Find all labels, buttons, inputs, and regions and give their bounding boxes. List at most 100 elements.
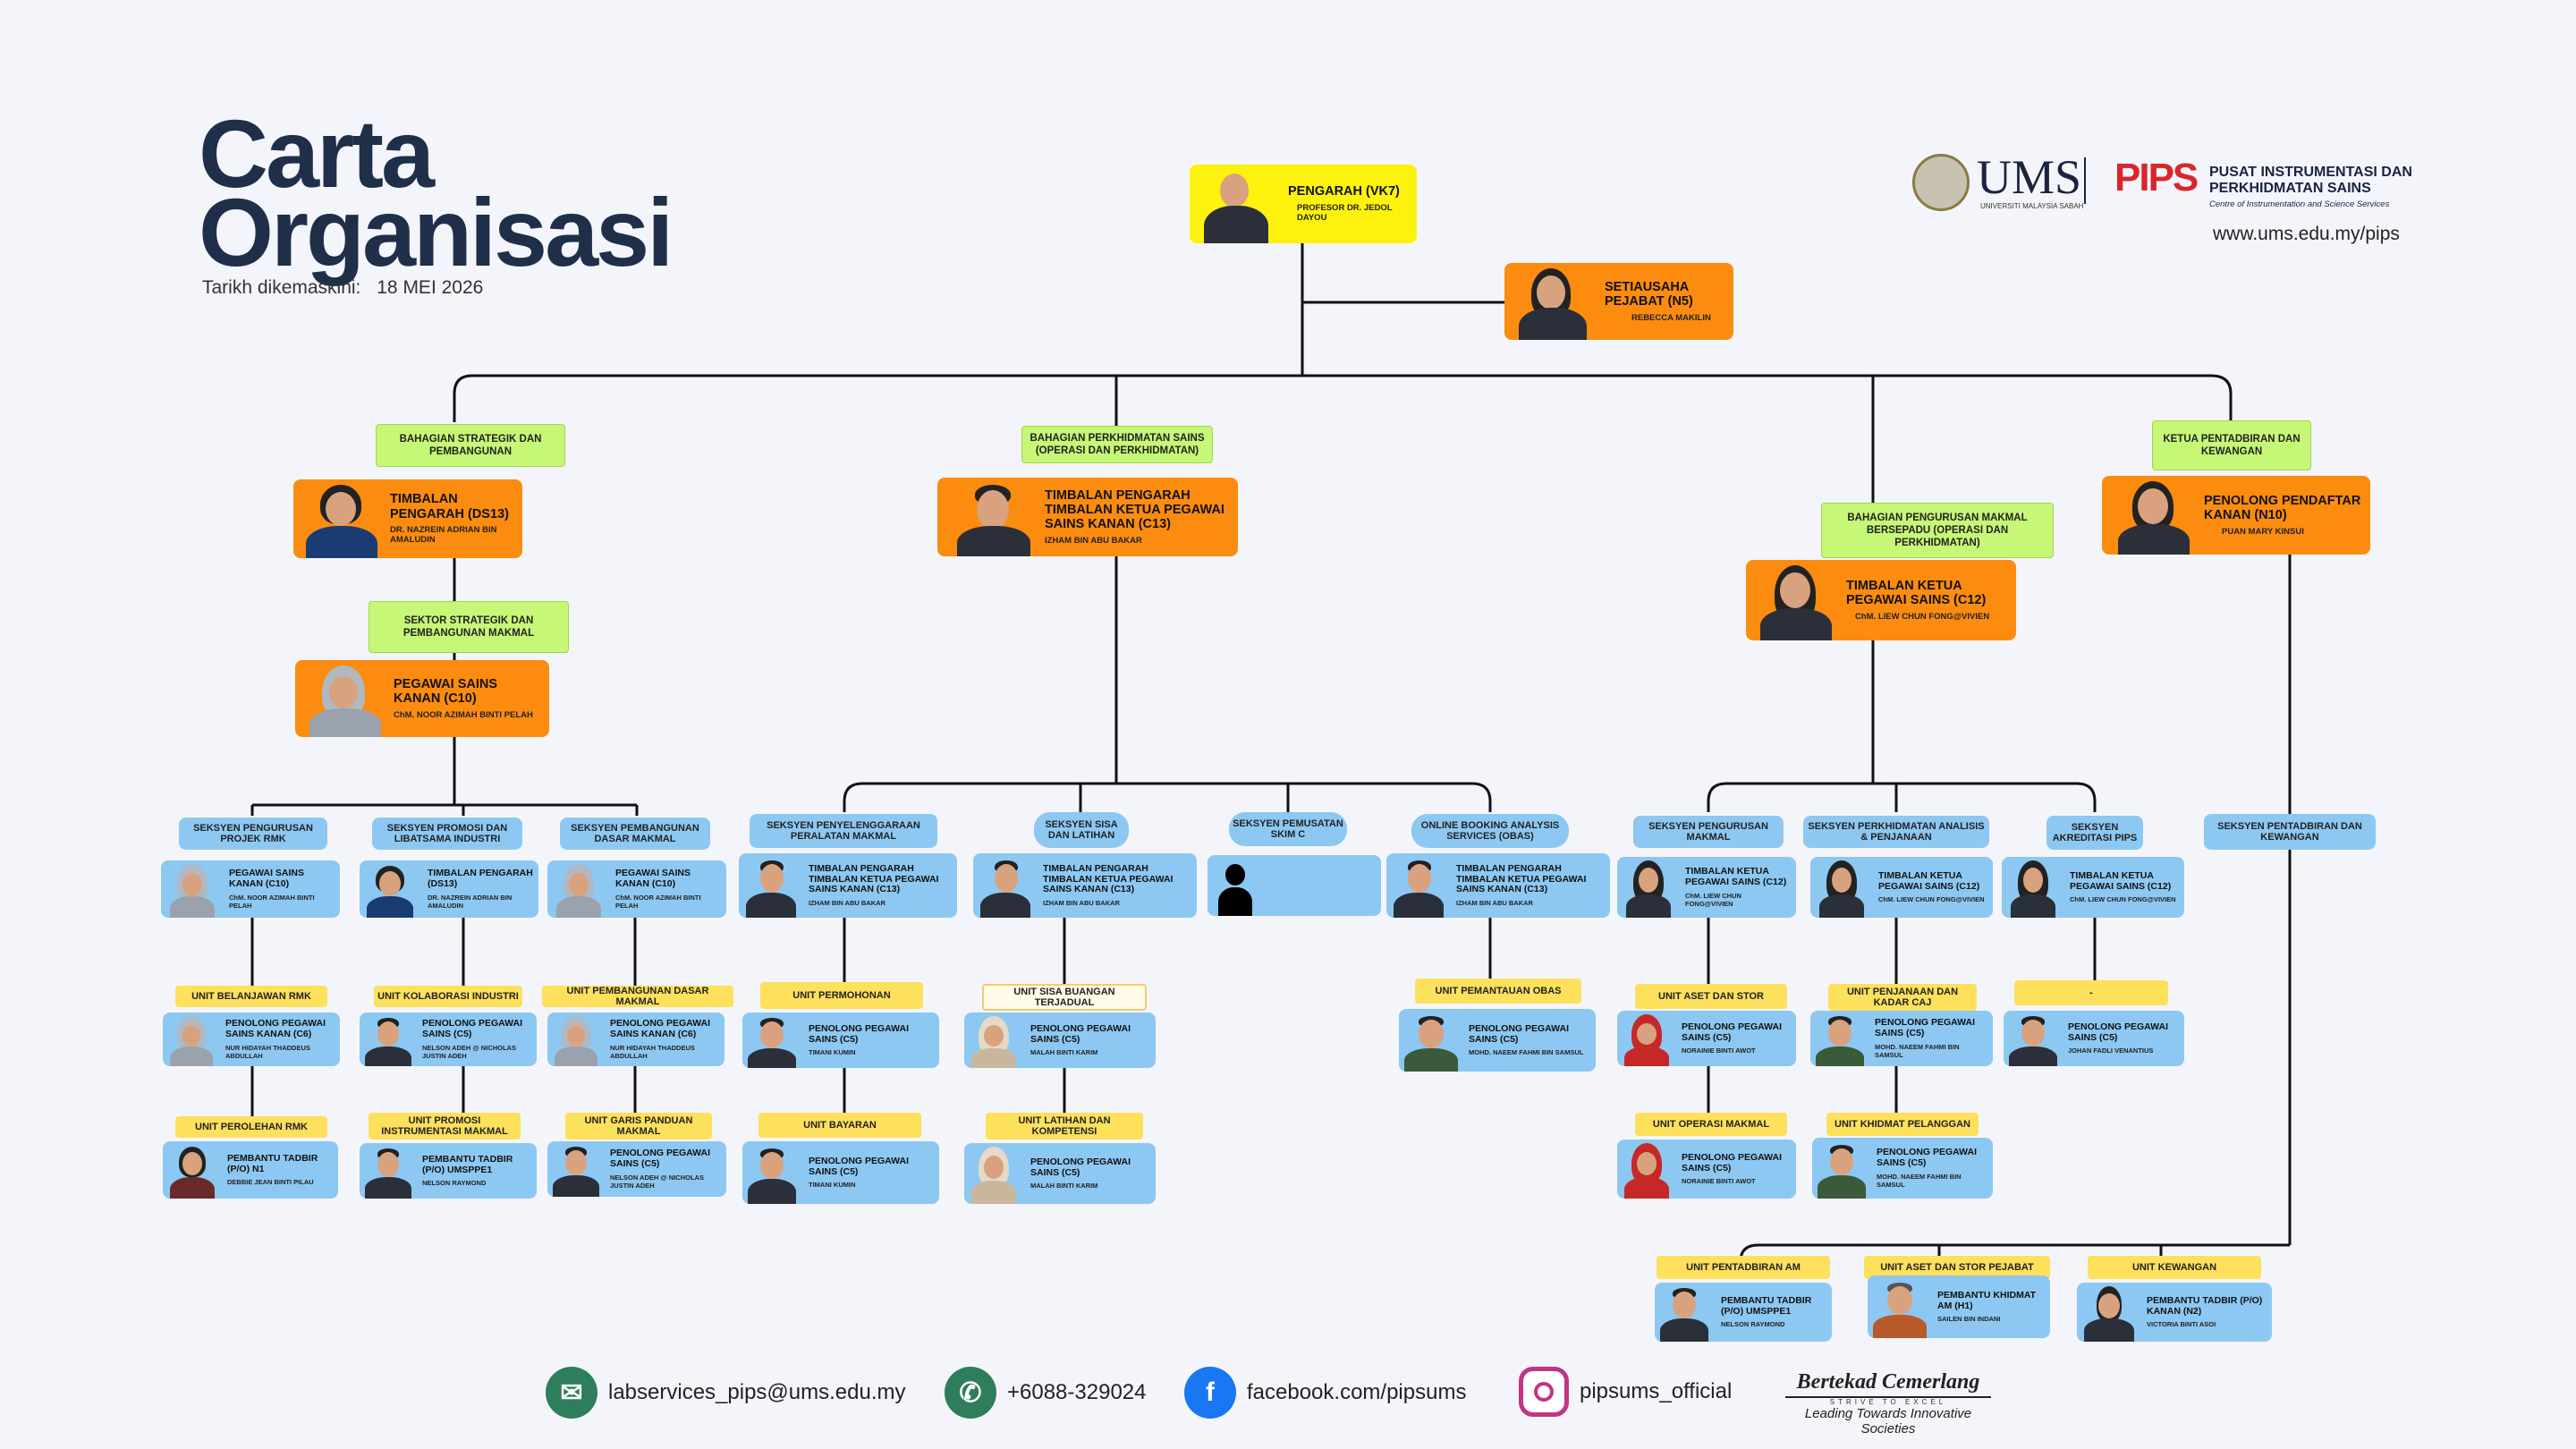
unit-card-14-role: PENOLONG PEGAWAI SAINS (C5) <box>1030 1156 1131 1178</box>
unit-card-1-role: PENOLONG PEGAWAI SAINS KANAN (C6) <box>225 1018 326 1039</box>
ums-logo: UMS <box>1977 150 2082 204</box>
unit-card-14-photo <box>964 1143 1023 1204</box>
section-card-9-name: ChM. LIEW CHUN FONG@VIVIEN <box>1878 895 1985 904</box>
section-card-6 <box>1208 855 1381 916</box>
facebook-icon: f <box>1184 1367 1236 1419</box>
unit-card-7-name: NORAINIE BINTI AWOT <box>1682 1046 1756 1055</box>
unit-card-5: PENOLONG PEGAWAI SAINS (C5)MALAH BINTI K… <box>964 1013 1156 1068</box>
unit-card-4-role: PENOLONG PEGAWAI SAINS (C5) <box>809 1022 910 1045</box>
motto-tagline: Leading Towards Innovative Societies <box>1804 1406 1972 1436</box>
unit-label-1: UNIT BELANJAWAN RMK <box>175 986 327 1007</box>
ums-crest-icon <box>1912 154 1970 211</box>
section-card-8: TIMBALAN KETUA PEGAWAI SAINS (C12)ChM. L… <box>1617 857 1796 918</box>
unit-card-5-name: MALAH BINTI KARIM <box>1030 1048 1098 1057</box>
section-label-2: SEKSYEN PROMOSI DAN LIBATSAMA INDUSTRI <box>372 818 522 850</box>
unit-card-9-name: JOHAN FADLI VENANTIUS <box>2068 1046 2154 1055</box>
section-card-10-role: TIMBALAN KETUA PEGAWAI SAINS (C12) <box>2070 869 2172 892</box>
section-label-3: SEKSYEN PEMBANGUNAN DASAR MAKMAL <box>560 818 710 850</box>
section-card-3-photo <box>547 860 608 918</box>
unit-card-12-role: PENOLONG PEGAWAI SAINS (C5) <box>610 1148 711 1169</box>
phone-text: +6088-329024 <box>1007 1380 1147 1404</box>
website-link[interactable]: www.ums.edu.my/pips <box>2213 224 2400 244</box>
unit-card-4: PENOLONG PEGAWAI SAINS (C5)TIMANI KUMIN <box>742 1013 939 1068</box>
section-label-1: SEKSYEN PENGURUSAN PROJEK RMK <box>179 818 327 850</box>
section-card-10-name: ChM. LIEW CHUN FONG@VIVIEN <box>2070 895 2176 904</box>
division-head-admin-role: PENOLONG PENDAFTAR KANAN (N10) <box>2204 494 2361 523</box>
unit-label-9: - <box>2014 980 2168 1005</box>
sector-head-strategic: PEGAWAI SAINS KANAN (C10) ChM. NOOR AZIM… <box>295 660 549 737</box>
division-label-admin: KETUA PENTADBIRAN DAN KEWANGAN <box>2152 420 2311 470</box>
unit-card-1: PENOLONG PEGAWAI SAINS KANAN (C6)NUR HID… <box>163 1013 340 1066</box>
section-card-10-photo <box>2002 857 2063 918</box>
footer-phone[interactable]: ✆ +6088-329024 <box>945 1367 1146 1419</box>
unit-card-18-name: SAILEN BIN INDANI <box>1937 1315 2001 1324</box>
unit-card-13-name: TIMANI KUMIN <box>809 1181 856 1190</box>
unit-card-7: PENOLONG PEGAWAI SAINS (C5) NORAINIE BINT… <box>1617 1011 1796 1066</box>
division-head-admin: PENOLONG PENDAFTAR KANAN (N10) PUAN MARY… <box>2102 476 2370 555</box>
footer-email[interactable]: ✉ labservices_pips@ums.edu.my <box>546 1367 906 1419</box>
unit-card-3: PENOLONG PEGAWAI SAINS KANAN (C6)NUR HID… <box>547 1013 724 1066</box>
unit-card-12: PENOLONG PEGAWAI SAINS (C5)NELSON ADEH @… <box>547 1141 726 1197</box>
section-card-5-name: IZHAM BIN ABU BAKAR <box>1043 899 1120 908</box>
unit-card-14-name: MALAH BINTI KARIM <box>1030 1182 1098 1191</box>
footer-instagram[interactable]: pipsums_official <box>1519 1367 1732 1417</box>
unit-card-18-role: PEMBANTU KHIDMAT AM (H1) <box>1937 1289 2037 1311</box>
section-card-8-name: ChM. LIEW CHUN FONG@VIVIEN <box>1685 891 1741 908</box>
updated-value: 18 MEI 2026 <box>377 277 484 298</box>
unit-card-19-photo <box>2077 1283 2140 1342</box>
section-card-7: TIMBALAN PENGARAH TIMBALAN KETUA PEGAWAI… <box>1386 853 1610 918</box>
director-photo <box>1190 165 1288 243</box>
unit-card-9-photo <box>2004 1011 2061 1066</box>
instagram-icon <box>1519 1367 1569 1417</box>
unit-label-15: UNIT OPERASI MAKMAL <box>1635 1113 1787 1136</box>
page-title: Carta Organisasi <box>199 99 674 281</box>
director-name: PROFESOR DR. JEDOL DAYOU <box>1297 202 1393 224</box>
section-card-7-photo <box>1386 853 1449 918</box>
unit-card-1-photo <box>163 1013 218 1066</box>
division-label-services: BAHAGIAN PERKHIDMATAN SAINS (OPERASI DAN… <box>1021 426 1213 463</box>
unit-label-4: UNIT PERMOHONAN <box>760 982 923 1009</box>
footer-facebook[interactable]: f facebook.com/pipsums <box>1184 1367 1466 1419</box>
unit-card-11-name: NELSON RAYMOND <box>422 1179 487 1188</box>
unit-card-3-name: NUR HIDAYAH THADDEUS ABDULLAH <box>610 1043 695 1060</box>
unit-card-11-photo <box>360 1143 415 1199</box>
unit-card-2: PENOLONG PEGAWAI SAINS (C5)NELSON ADEH @… <box>360 1013 537 1066</box>
division-head-lab-role: TIMBALAN KETUA PEGAWAI SAINS (C12) <box>1846 579 1987 608</box>
unit-label-17: UNIT PENTADBIRAN AM <box>1657 1256 1830 1279</box>
division-head-services-name: IZHAM BIN ABU BAKAR <box>1045 535 1142 546</box>
division-head-strategic-role: TIMBALAN PENGARAH (DS13) <box>390 492 509 521</box>
unit-card-8-name: MOHD. NAEEM FAHMI BIN SAMSUL <box>1875 1042 1960 1059</box>
secretary-photo <box>1504 263 1605 340</box>
unit-label-2: UNIT KOLABORASI INDUSTRI <box>374 986 522 1007</box>
section-card-2-role: TIMBALAN PENGARAH (DS13) <box>428 868 533 889</box>
motto-text: Bertekad Cemerlang <box>1785 1370 1991 1398</box>
division-head-strategic: TIMBALAN PENGARAH (DS13) DR. NAZREIN ADR… <box>293 479 522 558</box>
unit-card-8: PENOLONG PEGAWAI SAINS (C5)MOHD. NAEEM F… <box>1810 1011 1993 1066</box>
unit-card-7-role: PENOLONG PEGAWAI SAINS (C5) <box>1682 1021 1783 1043</box>
unit-card-19-role: PEMBANTU TADBIR (P/O) KANAN (N2) <box>2147 1294 2263 1317</box>
section-card-9-role: TIMBALAN KETUA PEGAWAI SAINS (C12) <box>1878 869 1980 892</box>
section-card-1-name: ChM. NOOR AZIMAH BINTI PELAH <box>229 893 315 910</box>
section-card-1-role: PEGAWAI SAINS KANAN (C10) <box>229 868 305 889</box>
logo-divider <box>2084 157 2086 204</box>
section-card-1: PEGAWAI SAINS KANAN (C10) ChM. NOOR AZIMA… <box>161 860 340 918</box>
section-card-9-photo <box>1810 857 1871 918</box>
unit-label-3: UNIT PEMBANGUNAN DASAR MAKMAL <box>542 986 733 1007</box>
unit-card-5-photo <box>964 1013 1023 1068</box>
unit-label-5: UNIT SISA BUANGAN TERJADUAL <box>982 984 1147 1011</box>
unit-card-16: PENOLONG PEGAWAI SAINS (C5)MOHD. NAEEM F… <box>1812 1138 1993 1199</box>
director-role: PENGARAH (VK7) <box>1288 184 1400 199</box>
unit-card-19-name: VICTORIA BINTI ASOI <box>2147 1320 2216 1329</box>
unit-card-15-name: NORAINIE BINTI AWOT <box>1682 1177 1756 1186</box>
section-card-2-photo <box>360 860 420 918</box>
unit-label-6: UNIT PEMANTAUAN OBAS <box>1415 979 1581 1004</box>
title-line-1: Carta <box>199 99 435 208</box>
section-card-2-name: DR. NAZREIN ADRIAN BIN AMALUDIN <box>428 893 513 910</box>
unit-card-2-photo <box>360 1013 415 1066</box>
section-card-3-role: PEGAWAI SAINS KANAN (C10) <box>615 868 691 889</box>
unit-label-16: UNIT KHIDMAT PELANGGAN <box>1826 1113 1979 1136</box>
secretary-role: SETIAUSAHA PEJABAT (N5) <box>1605 280 1693 309</box>
unit-card-6-role: PENOLONG PEGAWAI SAINS (C5) <box>1469 1022 1570 1045</box>
